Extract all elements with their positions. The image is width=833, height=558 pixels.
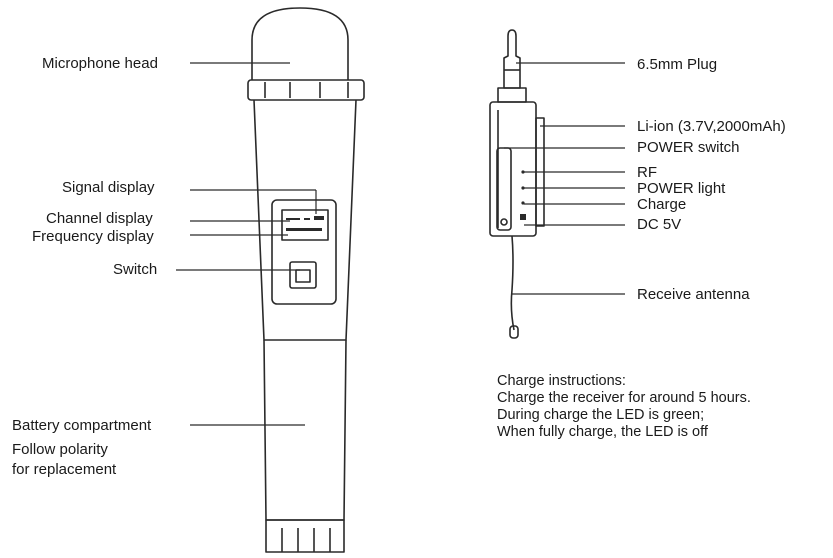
label-polarity-line2: for replacement	[12, 461, 117, 478]
label-power-switch: POWER switch	[637, 139, 740, 156]
battery-compartment-shape	[263, 339, 347, 521]
label-li-ion-battery: Li-ion (3.7V,2000mAh)	[637, 118, 786, 135]
label-receive-antenna: Receive antenna	[637, 286, 750, 303]
label-switch: Switch	[113, 261, 158, 278]
label-channel-display: Channel display	[46, 210, 153, 227]
charge-instructions-line: When fully charge, the LED is off	[497, 424, 708, 440]
label-plug: 6.5mm Plug	[637, 56, 718, 73]
label-power-light: POWER light	[637, 180, 726, 197]
label-polarity-line1: Follow polarity	[12, 441, 108, 458]
battery-label-block: Battery compartment Follow polarity for …	[12, 416, 151, 480]
plug-shape	[503, 29, 521, 89]
power-switch-shape[interactable]	[496, 147, 512, 231]
microphone-body-shape	[253, 99, 357, 341]
label-microphone-head: Microphone head	[42, 55, 158, 72]
display-panel	[271, 199, 337, 305]
label-rf: RF	[637, 164, 657, 181]
label-charge: Charge	[637, 196, 687, 213]
microphone-head-ring	[247, 79, 365, 101]
microphone-head-shape	[251, 7, 349, 80]
switch-shape[interactable]	[289, 261, 317, 289]
label-dc-5v: DC 5V	[637, 216, 682, 233]
charge-instructions-title: Charge instructions:	[497, 373, 626, 389]
lcd-screen	[281, 209, 329, 241]
antenna-shape	[510, 235, 515, 331]
charge-instructions-line: During charge the LED is green;	[497, 407, 705, 423]
label-frequency-display: Frequency display	[32, 228, 154, 245]
label-signal-display: Signal display	[62, 179, 155, 196]
microphone-bottom-cap	[265, 519, 345, 553]
label-battery-compartment: Battery compartment	[12, 417, 152, 434]
charge-instructions: Charge instructions: Charge the receiver…	[497, 373, 751, 441]
charge-instructions-line: Charge the receiver for around 5 hours.	[497, 390, 751, 406]
